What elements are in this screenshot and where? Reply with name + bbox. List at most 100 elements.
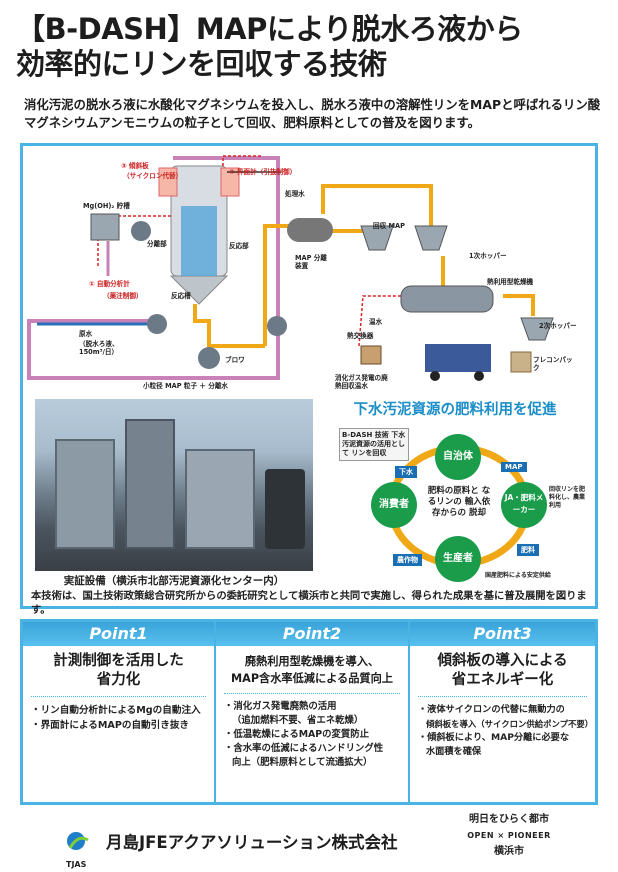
label-reaction: 反応部 [229, 242, 249, 250]
raw-pump-icon [147, 314, 167, 334]
point-2-title-line-1: 廃熱利用型乾燥機を導入、 [244, 655, 380, 668]
recovered-map-pipe [321, 184, 433, 226]
map-to-separator-pipe [263, 224, 291, 346]
point-3-title: 傾斜板の導入による 省エネルギー化 [410, 652, 595, 690]
interface-control-line [222, 155, 263, 166]
point-1-divider [31, 696, 206, 697]
label-reaction-tank: 反応槽 [171, 292, 191, 300]
point-1-title-line-2: 省力化 [96, 672, 141, 688]
point-1-title: 計測制御を活用した 省力化 [23, 652, 214, 690]
bdash-note: B-DASH 技術 下水汚泥資源の活用として リンを回収 [339, 428, 409, 461]
point-1-label: Point1 [23, 622, 214, 646]
label-hopper1: 1次ホッパー [469, 252, 507, 260]
list-item: ・リン自動分析計によるMgの自動注入 [31, 705, 201, 716]
list-item: 向上（肥料原料として流通拡大） [232, 757, 373, 768]
map-separator-drum [287, 218, 333, 242]
list-item: 水面積を確保 [426, 746, 482, 757]
photo-structure-1 [55, 439, 115, 549]
blower-icon [198, 347, 220, 369]
points-panel: Point1 計測制御を活用した 省力化 ・リン自動分析計によるMgの自動注入 … [20, 619, 598, 805]
city-slogan: 明日をひらく都市 [469, 814, 549, 825]
arrow-map: MAP [501, 462, 527, 472]
photo-structure-3 [185, 449, 255, 549]
inclined-plate-right [220, 167, 240, 197]
city-brand: OPEN × PIONEER [467, 831, 551, 840]
point-2-divider [224, 693, 400, 694]
map-extraction-pipe [193, 304, 265, 348]
flexible-pack-icon [510, 351, 532, 373]
node-ja: JA・肥料メーカー [501, 482, 547, 528]
footnote: 本技術は、国土技術政策総合研究所からの委託研究として横浜市と共同で実施し、得られ… [31, 590, 587, 616]
photo-tank [265, 469, 305, 549]
list-item: ・含水率の低減によるハンドリング性 [224, 743, 384, 754]
label-recovered-map: 回収 MAP [373, 222, 405, 230]
dryer-drum [400, 285, 494, 313]
circle-title: 下水汚泥資源の肥料利用を促進 [353, 402, 557, 418]
label-heat-exchanger: 熱交換器 [347, 332, 374, 340]
label-dryer: 熱利用型乾燥機 [487, 278, 534, 286]
photo-caption: 実証設備（横浜市北部汚泥資源化センター内） [63, 575, 285, 587]
city-logo: 明日をひらく都市 OPEN × PIONEER 横浜市 [444, 812, 574, 858]
point-1-list: ・リン自動分析計によるMgの自動注入 ・界面計によるMAPの自動引き抜き [23, 703, 214, 733]
point-3: Point3 傾斜板の導入による 省エネルギー化 ・液体サイクロンの代替に無動力… [408, 622, 595, 802]
hopper1-b [414, 225, 448, 251]
label-separation: 分離部 [147, 240, 167, 248]
company-name: 月島JFEアクアソリューション株式会社 [106, 833, 398, 852]
point-2-list: ・消化ガス発電廃熱の活用 （追加燃料不要、省エネ乾燥） ・低温乾燥によるMAPの… [216, 700, 408, 770]
truck-icon [425, 344, 491, 372]
list-item: ・液体サイクロンの代替に無動力の [418, 704, 565, 715]
label-mgoh2: Mg(OH)₂ 貯槽 [83, 202, 130, 210]
extraction-pump-icon [267, 316, 287, 336]
arrow-crops: 農作物 [393, 554, 422, 566]
heat-line [358, 295, 403, 347]
photo-structure-2 [125, 419, 175, 549]
process-panel: ③ 傾斜板 （サイクロン代替） ② 界面計（引抜制御） Mg(OH)₂ 貯槽 分… [20, 143, 598, 616]
dryer-to-hopper2-pipe [503, 294, 535, 316]
label-flexible-pack: フレコンパック [533, 356, 573, 372]
title-line-2: 効率的にリンを回収する技術 [16, 47, 387, 81]
arrow-sewage: 下水 [395, 466, 417, 478]
return-pipe [27, 156, 280, 380]
point-3-label: Point3 [410, 622, 595, 646]
point-1: Point1 計測制御を活用した 省力化 ・リン自動分析計によるMgの自動注入 … [23, 622, 214, 802]
hopper2 [520, 317, 554, 341]
label-map-separator: MAP 分離装置 [295, 254, 327, 270]
list-item: 傾斜板を導入（サイクロン供給ポンプ不要） [426, 719, 594, 729]
lead-text: 消化汚泥の脱水ろ液に水酸化マグネシウムを投入し、脱水ろ液中の溶解性リンをMAPと… [24, 97, 601, 130]
list-item: ・界面計によるMAPの自動引き抜き [31, 720, 190, 731]
label-inclined-plate: ③ 傾斜板 [121, 162, 149, 170]
tjas-logo-text: TJAS [66, 860, 87, 869]
exhaust-tank [360, 345, 382, 365]
point-3-title-line-1: 傾斜板の導入による [437, 653, 568, 669]
label-treated-water: 処理水 [285, 190, 305, 198]
mg-pump-icon [131, 221, 151, 241]
page-title: 【B-DASH】MAPにより脱水ろ液から 効率的にリンを回収する技術 [16, 12, 606, 82]
mg-tank [90, 213, 120, 241]
list-item: ・傾斜板により、MAP分離に必要な [418, 732, 570, 743]
demonstration-photo [35, 399, 313, 571]
point-2-label: Point2 [216, 622, 408, 646]
inclined-plate-left [158, 167, 178, 197]
company-logo: TJAS [64, 830, 98, 869]
list-item: ・低温乾燥によるMAPの変質防止 [224, 729, 370, 740]
point-3-list: ・液体サイクロンの代替に無動力の 傾斜板を導入（サイクロン供給ポンプ不要） ・傾… [410, 703, 595, 759]
tjas-logo-icon [67, 832, 89, 850]
producer-note: 国産肥料による安定供給 [485, 572, 551, 579]
label-auto-analyzer-sub: （薬注制御） [103, 292, 143, 300]
label-interface-meter: ② 界面計（引抜制御） [229, 168, 297, 176]
ja-note: 回収リンを肥料化し、農業利用 [549, 486, 586, 509]
process-flow-diagram [27, 155, 554, 381]
point-2-title: 廃熱利用型乾燥機を導入、 MAP含水率低減による品質向上 [216, 653, 408, 687]
node-municipality: 自治体 [435, 434, 481, 480]
label-hopper2: 2次ホッパー [539, 322, 577, 330]
arrow-fertilizer: 肥料 [517, 544, 539, 556]
resource-cycle: B-DASH 技術 下水汚泥資源の活用として リンを回収 自治体 JA・肥料メー… [335, 422, 585, 584]
label-raw-water-sub: （脱水ろ液、150m³/日） [79, 340, 119, 356]
point-2: Point2 廃熱利用型乾燥機を導入、 MAP含水率低減による品質向上 ・消化ガ… [214, 622, 408, 802]
label-exhaust-heat: 消化ガス発電の廃熱回収温水 [335, 374, 388, 390]
point-3-title-line-2: 省エネルギー化 [451, 672, 554, 688]
city-name: 横浜市 [494, 846, 524, 857]
node-consumer: 消費者 [371, 482, 417, 528]
label-raw-water: 原水 [79, 330, 93, 338]
title-line-1: 【B-DASH】MAPにより脱水ろ液から [16, 12, 523, 46]
